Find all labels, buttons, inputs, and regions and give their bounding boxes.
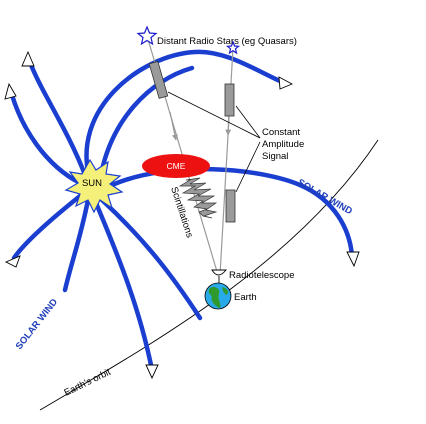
constant-label-line3: Signal — [262, 151, 288, 162]
field-line-upper-left — [27, 59, 88, 178]
distant-stars — [136, 25, 241, 55]
cme-label: CME — [167, 161, 186, 171]
sight-arrow-1 — [169, 111, 178, 141]
radiotelescope-icon — [211, 269, 227, 284]
earths-orbit-label: Earth's orbit — [62, 367, 112, 399]
earth-icon — [204, 282, 232, 310]
solar-wind-label-left: SOLAR WIND — [14, 297, 60, 352]
arrowhead-top-right — [278, 76, 294, 90]
field-line-lower — [62, 197, 91, 293]
constant-leaders — [167, 91, 261, 193]
arrowhead-left — [4, 82, 17, 100]
star-icon — [136, 25, 158, 46]
field-line-top — [84, 49, 285, 183]
sun-label: SUN — [82, 178, 102, 189]
scintillation-wave — [178, 177, 218, 219]
radiotelescope-label: Radiotelescope — [229, 270, 295, 281]
sight-line-2 — [219, 47, 234, 276]
signal-bars — [148, 60, 236, 223]
field-line-upper — [97, 65, 195, 183]
field-line-bottom-right — [99, 197, 203, 321]
constant-label-line2: Amplitude — [262, 139, 304, 150]
sun-starburst — [64, 158, 124, 214]
star-icon — [225, 40, 241, 55]
earth-label: Earth — [234, 292, 257, 303]
constant-leader-2 — [235, 105, 261, 139]
arrowhead-up-left — [21, 50, 35, 67]
field-line-bottom-mid — [93, 200, 155, 373]
field-line-lower-left — [11, 193, 83, 261]
distant-stars-label: Distant Radio Stars (eg Quasars) — [157, 36, 297, 47]
arrowhead-right-bottom — [346, 251, 360, 268]
signal-bar-1 — [148, 60, 169, 99]
constant-label-line1: Constant — [262, 127, 300, 138]
arrowhead-lower-left — [4, 255, 21, 268]
field-line-left — [9, 92, 83, 186]
wind-arrowheads — [4, 50, 360, 380]
constant-leader-3 — [235, 141, 261, 193]
constant-leader-1 — [167, 91, 261, 139]
scintillation-signal — [178, 177, 218, 219]
cme-cloud — [142, 154, 210, 178]
signal-bar-3 — [225, 189, 236, 223]
signal-bar-2 — [224, 83, 235, 117]
field-lines — [9, 49, 355, 373]
arrowhead-bottom — [145, 364, 159, 380]
